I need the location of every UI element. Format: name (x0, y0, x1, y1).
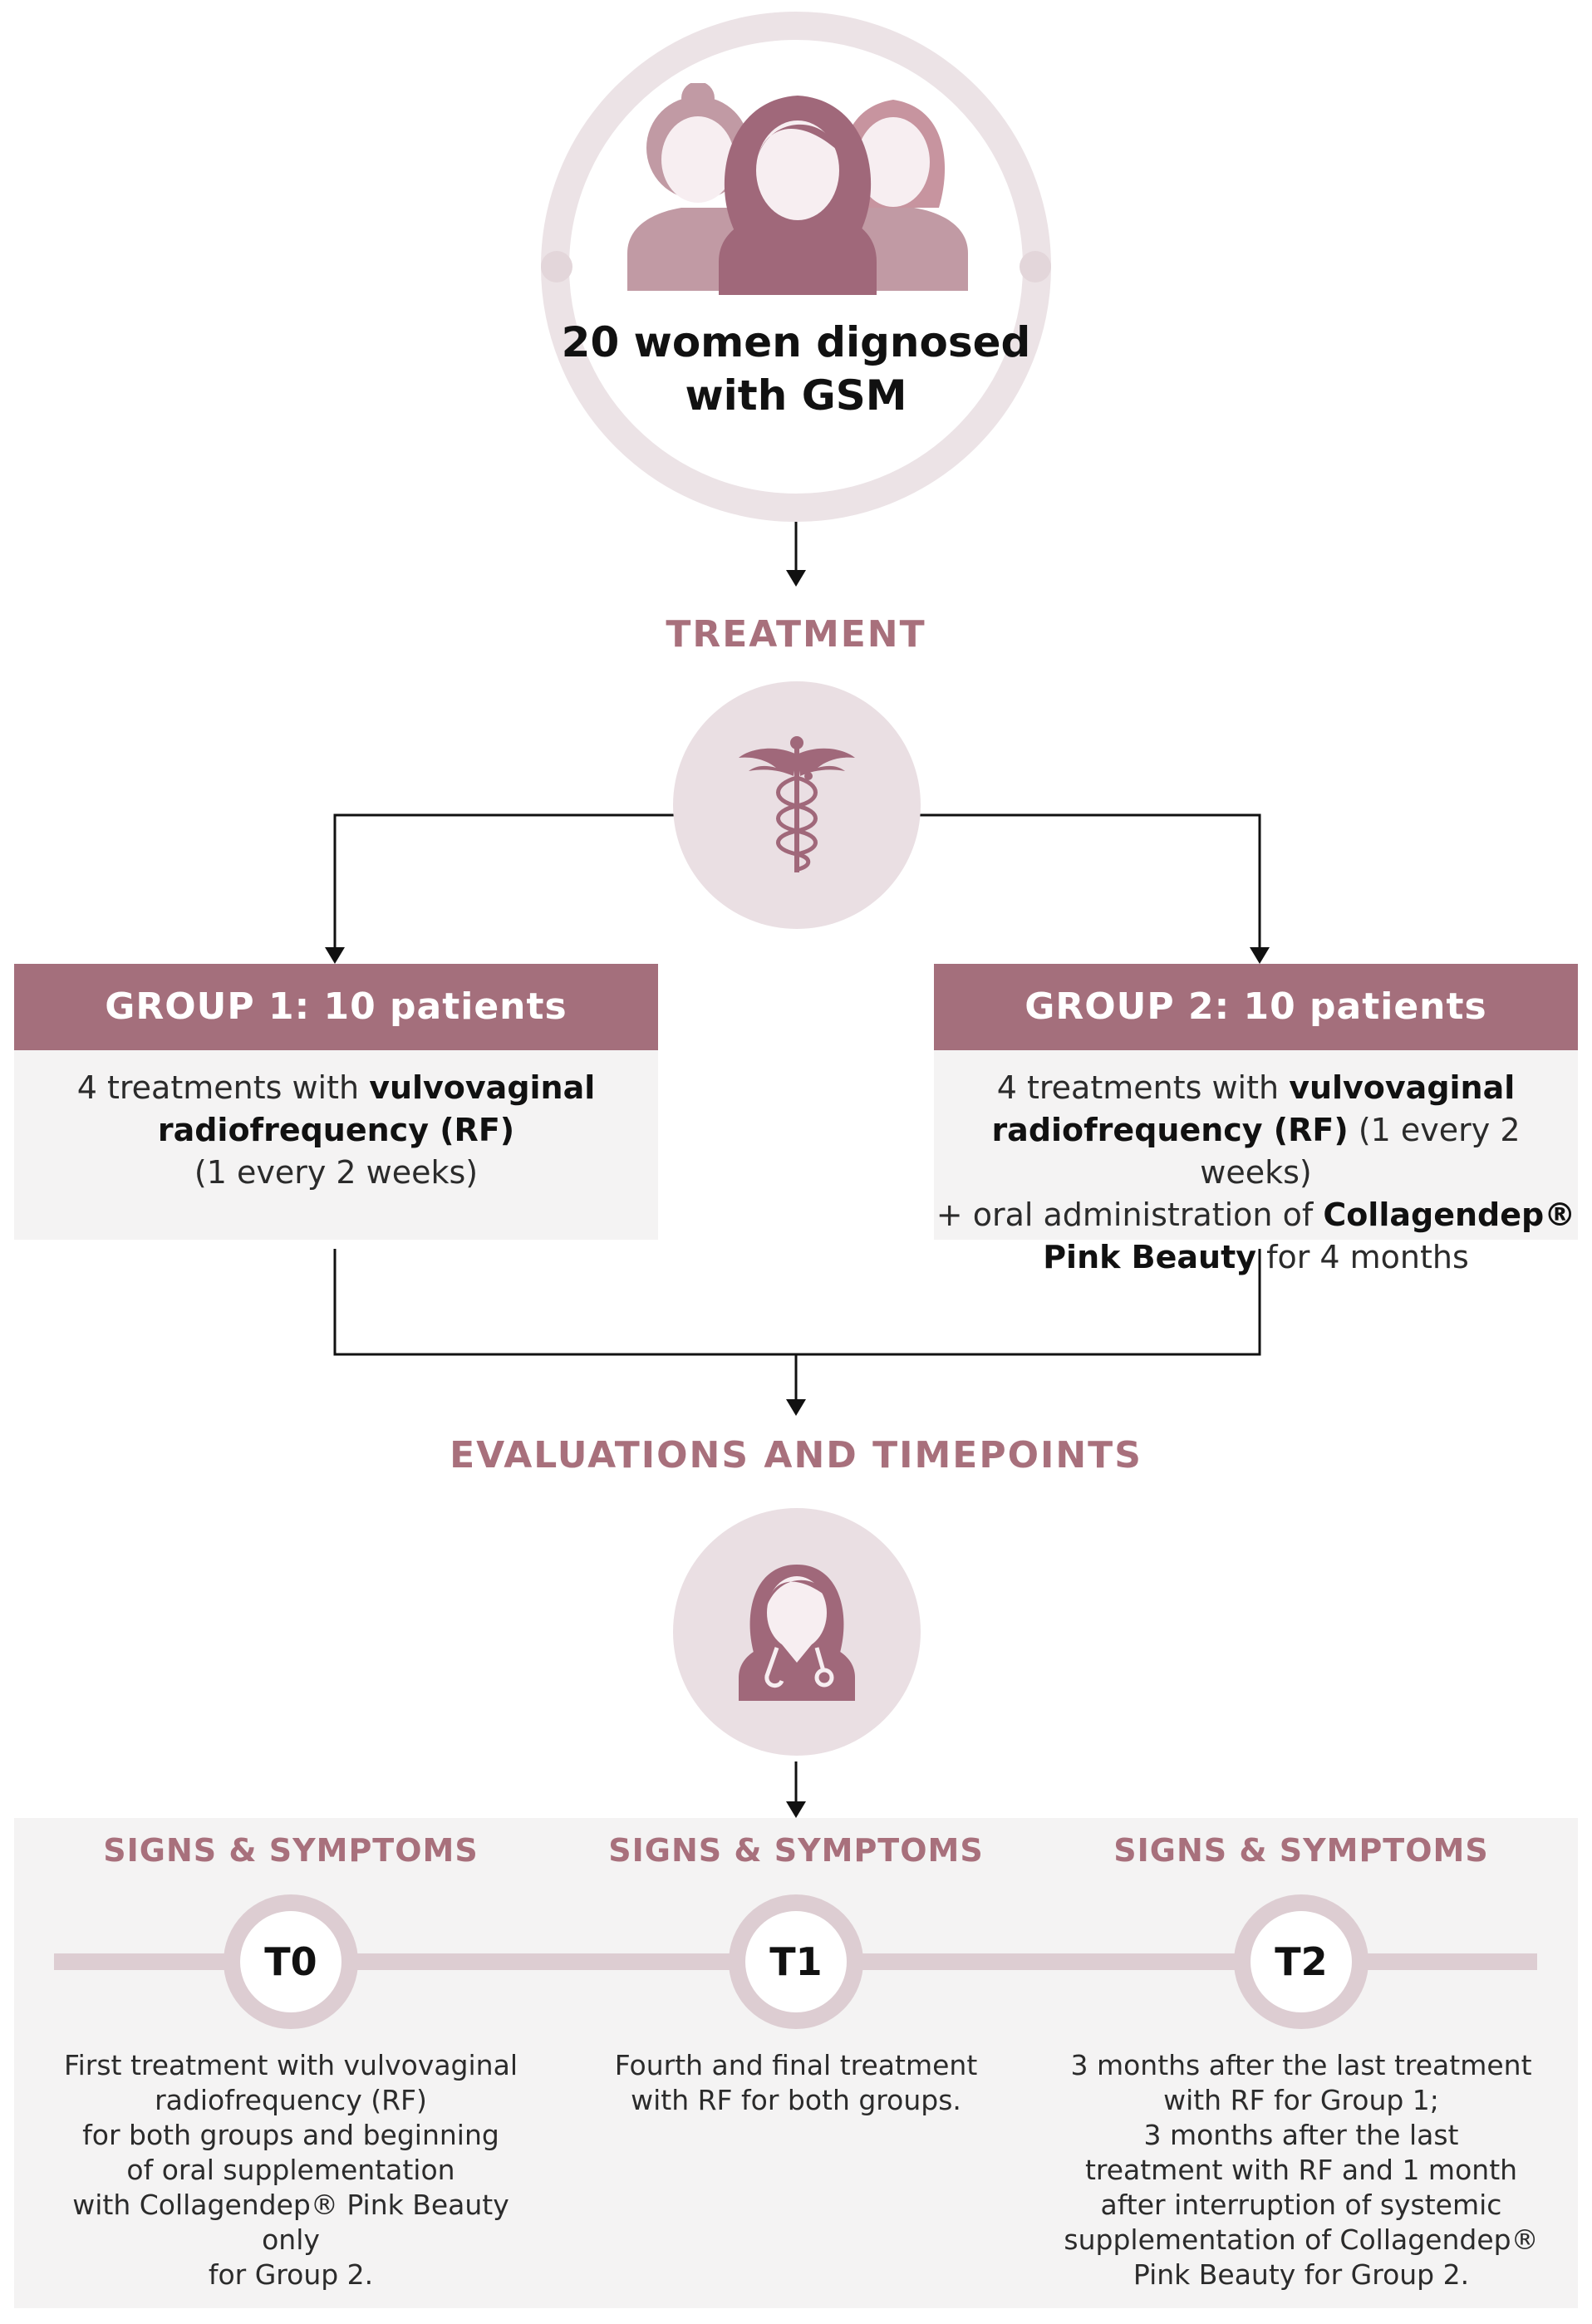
evaluations-title: EVALUATIONS AND TIMEPOINTS (450, 1434, 1142, 1476)
col-title-t2: SIGNS & SYMPTOMS (1113, 1832, 1489, 1869)
description-line: 3 months after the last (1143, 2119, 1459, 2151)
ring-dot-left (541, 251, 572, 283)
group-1-count: 10 patients (310, 985, 568, 1028)
body-text: + oral administration of (936, 1196, 1324, 1233)
description-line: Pink Beauty for Group 2. (1133, 2258, 1470, 2291)
description-line: Fourth and final treatment (614, 2049, 978, 2081)
description-line: 3 months after the last treatment (1070, 2049, 1532, 2081)
group-body-line: 4 treatments with vulvovaginal (934, 1067, 1578, 1109)
group-1-card: GROUP 1: 10 patients 4 treatments with v… (14, 964, 658, 1240)
group-body-line: radiofrequency (RF) (1 every 2 weeks) (934, 1109, 1578, 1194)
ring-dot-right (1020, 251, 1051, 283)
arrowhead (786, 1801, 806, 1818)
connector-to-group-2 (917, 813, 1261, 951)
bold-text: Collagendep® (1323, 1196, 1576, 1233)
description-line: with Collagendep® Pink Beauty only (72, 2189, 509, 2256)
timepoint-t0: T0 (224, 1894, 358, 2029)
arrowhead (786, 570, 806, 587)
doctor-icon (739, 1565, 855, 1701)
description-line: after interruption of systemic (1100, 2189, 1502, 2221)
body-text: for 4 months (1256, 1239, 1469, 1275)
col-title-t0: SIGNS & SYMPTOMS (103, 1832, 479, 1869)
group-1-label: GROUP 1: (105, 985, 311, 1028)
evaluations-icon-circle (673, 1508, 921, 1756)
description-line: First treatment with vulvovaginal (64, 2049, 518, 2081)
description-line: radiofrequency (RF) (155, 2084, 427, 2116)
bold-text: vulvovaginal (369, 1069, 596, 1106)
bold-text: radiofrequency (RF) (157, 1112, 515, 1148)
description-line: with RF for both groups. (631, 2084, 961, 2116)
group-1-header: GROUP 1: 10 patients (14, 964, 658, 1050)
group-body-line: radiofrequency (RF) (14, 1109, 658, 1152)
description-line: with RF for Group 1; (1163, 2084, 1439, 2116)
treatment-icon-circle (673, 681, 921, 929)
description-line: treatment with RF and 1 month (1084, 2154, 1518, 2186)
body-text: 4 treatments with (996, 1069, 1290, 1106)
description-line: of oral supplementation (126, 2154, 455, 2186)
caduceus-icon (739, 736, 855, 872)
intro-line-2: with GSM (685, 371, 907, 420)
intro-line-1: 20 women dignosed (561, 318, 1031, 366)
group-2-header: GROUP 2: 10 patients (934, 964, 1578, 1050)
women-group-icon (627, 83, 968, 295)
body-text: 4 treatments with (76, 1069, 370, 1106)
treatment-title: TREATMENT (666, 613, 926, 656)
intro-text: 20 women dignosed with GSM (541, 316, 1051, 422)
body-text: (1 every 2 weeks) (194, 1154, 479, 1191)
bold-text: vulvovaginal (1289, 1069, 1516, 1106)
arrowhead (1250, 947, 1270, 964)
arrowhead (325, 947, 345, 964)
group-2-count: 10 patients (1230, 985, 1487, 1028)
timepoint-t2: T2 (1234, 1894, 1368, 2029)
body-text: (1 every 2 weeks) (1200, 1112, 1521, 1191)
description-line: supplementation of Collagendep® (1064, 2223, 1539, 2256)
col-title-t1: SIGNS & SYMPTOMS (608, 1832, 984, 1869)
group-body-line: 4 treatments with vulvovaginal (14, 1067, 658, 1109)
group-body-line: Pink Beauty for 4 months (934, 1236, 1578, 1279)
group-2-card: GROUP 2: 10 patients 4 treatments with v… (934, 964, 1578, 1275)
description-line: for both groups and beginning (82, 2119, 499, 2151)
description-line: for Group 2. (208, 2258, 374, 2291)
bold-text: radiofrequency (RF) (991, 1112, 1349, 1148)
timepoint-t1: T1 (729, 1894, 863, 2029)
group-body-line: (1 every 2 weeks) (14, 1152, 658, 1194)
connector-to-group-1 (333, 813, 675, 951)
bold-text: Pink Beauty (1043, 1239, 1256, 1275)
group-2-label: GROUP 2: (1024, 985, 1231, 1028)
group-body-line: + oral administration of Collagendep® (934, 1194, 1578, 1236)
arrowhead (786, 1399, 806, 1416)
